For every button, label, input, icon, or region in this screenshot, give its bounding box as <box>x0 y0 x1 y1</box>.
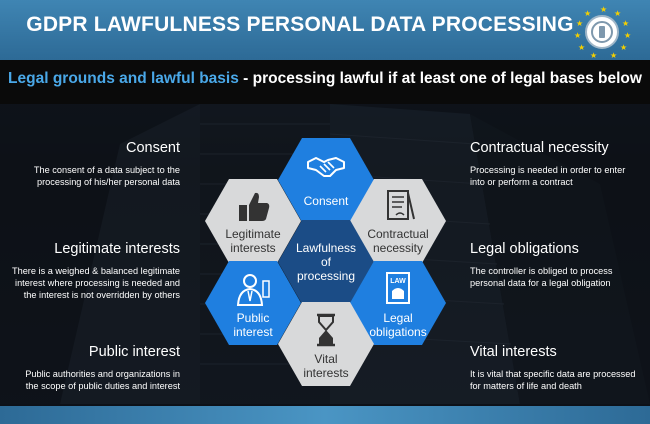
official-person-icon <box>236 274 270 306</box>
svg-text:★: ★ <box>622 19 629 28</box>
vital-interests-hexagon: Vital interests <box>278 302 374 386</box>
consent-hex-label: Consent <box>303 194 349 208</box>
contractual-necessity-hex-label-line: necessity <box>372 241 424 255</box>
consent-desc-line: The consent of a data subject to the <box>33 165 180 175</box>
legitimate-interests-hex-label-line: interests <box>230 241 276 255</box>
subtitle-highlight: Legal grounds and lawful basis <box>8 70 239 87</box>
svg-text:★: ★ <box>576 19 583 28</box>
svg-text:★: ★ <box>610 51 617 60</box>
consent-desc-line: processing of his/her personal data <box>36 177 180 187</box>
legitimate-interests-hex-label-line: Legitimate <box>225 227 281 241</box>
vital-interests-desc-line: It is vital that specific data are proce… <box>470 369 636 379</box>
subtitle-bar <box>0 60 650 104</box>
public-interest-hex-label-line: interest <box>233 325 273 339</box>
page-title: GDPR LAWFULNESS PERSONAL DATA PROCESSING <box>26 13 574 36</box>
title-bar <box>0 0 650 60</box>
vital-interests-hex-label-line: Vital <box>314 352 338 366</box>
subtitle-rest: - processing lawful if at least one of l… <box>238 70 642 87</box>
legitimate-interests-heading: Legitimate interests <box>54 241 180 257</box>
public-interest-desc-line: the scope of public duties and interest <box>25 381 180 391</box>
center-hex-label-line: Lawfulness <box>295 241 357 255</box>
svg-text:★: ★ <box>624 31 631 40</box>
legitimate-interests-block: Legitimate interests There is a weighed … <box>4 241 180 301</box>
contractual-necessity-block: Contractual necessity Processing is need… <box>470 140 646 188</box>
svg-text:★: ★ <box>578 43 585 52</box>
vital-interests-desc-line: for matters of life and death <box>470 381 582 391</box>
legal-obligations-block: Legal obligations The controller is obli… <box>470 241 646 289</box>
vital-interests-heading: Vital interests <box>470 344 557 360</box>
legal-obligations-hex-label-line: obligations <box>369 325 427 339</box>
legal-obligations-hex-label-line: Legal <box>383 311 413 325</box>
subtitle: Legal grounds and lawful basis - process… <box>0 70 650 88</box>
legitimate-interests-desc-line: There is a weighed & balanced legitimate <box>11 266 180 276</box>
legitimate-interests-desc-line: the interest is not overridden by others <box>23 290 180 300</box>
legal-obligations-heading: Legal obligations <box>470 241 579 257</box>
contract-scroll-icon <box>387 190 415 220</box>
footer-bar <box>0 406 650 424</box>
public-interest-hex-label-line: Public <box>236 311 270 325</box>
contractual-necessity-desc-line: Processing is needed in order to enter <box>470 165 626 175</box>
law-icon-text: LAW <box>390 278 406 285</box>
legitimate-interests-desc-line: interest where processing is needed and <box>15 278 180 288</box>
svg-text:★: ★ <box>614 9 621 18</box>
svg-text:★: ★ <box>620 43 627 52</box>
contractual-necessity-heading: Contractual necessity <box>470 140 609 156</box>
svg-text:★: ★ <box>600 5 607 14</box>
legal-obligations-desc-line: personal data for a legal obligation <box>470 278 611 288</box>
legal-obligations-desc-line: The controller is obliged to process <box>470 266 613 276</box>
handshake-icon <box>307 157 345 177</box>
vital-interests-hex-label-line: interests <box>303 366 349 380</box>
consent-heading: Consent <box>125 140 180 156</box>
contractual-necessity-hex-label-line: Contractual <box>367 227 429 241</box>
legitimate-interests-hexagon: Legitimate interests <box>205 179 301 263</box>
eu-stars-shield-icon: ★ ★ ★ ★ ★ ★ ★ ★ ★ ★ ★ <box>574 5 631 60</box>
center-hex-label-line: processing <box>296 269 356 283</box>
public-interest-desc-line: Public authorities and organizations in <box>25 369 180 379</box>
hourglass-icon <box>317 313 335 347</box>
public-interest-hexagon: Public interest <box>205 261 301 345</box>
svg-text:★: ★ <box>590 51 597 60</box>
vital-interests-block: Vital interests It is vital that specifi… <box>470 344 648 392</box>
svg-text:★: ★ <box>574 31 581 40</box>
thumbs-up-icon <box>239 192 270 221</box>
law-book-icon: LAW <box>386 272 410 304</box>
consent-block: Consent The consent of a data subject to… <box>14 140 180 188</box>
public-interest-heading: Public interest <box>88 344 180 360</box>
public-interest-block: Public interest Public authorities and o… <box>10 344 180 392</box>
center-hex-label-line: of <box>320 255 331 269</box>
contractual-necessity-desc-line: into or perform a contract <box>470 177 573 187</box>
svg-text:★: ★ <box>584 9 591 18</box>
